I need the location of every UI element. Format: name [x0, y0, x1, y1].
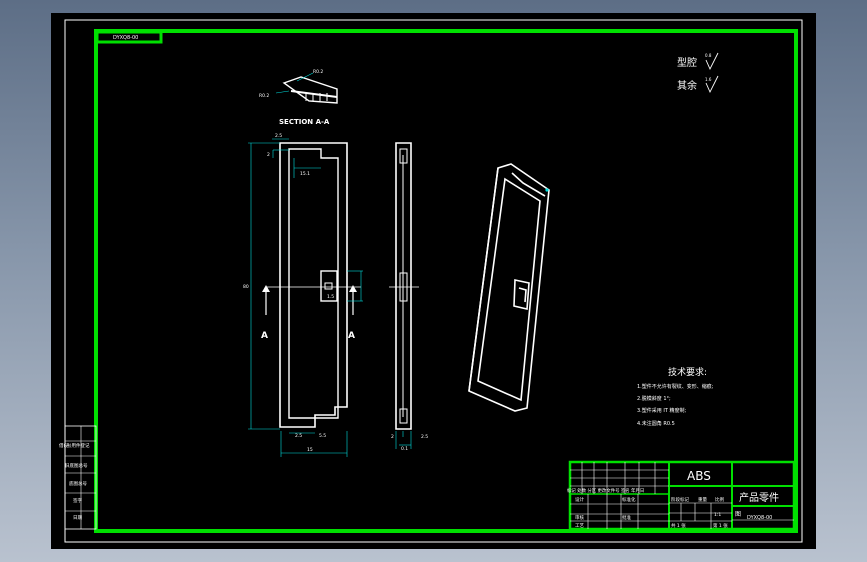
tech-item-2: 3.塑件采用 IT 精度制;	[637, 407, 686, 414]
process-label: 工艺	[575, 523, 584, 529]
side-label-1: 旧底图总号	[65, 462, 88, 469]
cad-drawing: DYXQ8-00 借(通)用件登记 旧底图总号 底图总号 签字 日期 型腔 0.…	[59, 19, 803, 543]
dim-front-top-a: 2.5	[275, 133, 282, 139]
stage-label: 阶段标记	[671, 496, 689, 503]
material-text: ABS	[687, 469, 711, 483]
sheet-total: 共 1 张	[671, 522, 686, 529]
section-marker-left: A	[261, 331, 268, 341]
other-value: 1.6	[705, 77, 712, 82]
part-name-text: 产品零件	[739, 491, 779, 504]
tech-item-1: 2.脱模斜度 1°;	[637, 395, 671, 402]
scale-value: 1:1	[714, 512, 721, 518]
dim-front-bottom-b: 5.5	[319, 433, 326, 439]
code-tab-text: DYXQ8-00	[113, 35, 138, 41]
dim-front-bottom-a: 2.5	[295, 433, 302, 439]
dim-front-width: 15	[307, 447, 313, 453]
title-block: ABS 产品零件 图 DYXQ8-00 标记 处数 分区 更改文件号 签名 年月…	[567, 460, 796, 531]
callout-radius-top: R0.2	[313, 69, 323, 75]
tech-item-3: 4.未注圆角 R0.5	[637, 420, 675, 427]
side-label-0: 借(通)用件登记	[59, 442, 90, 449]
tech-title: 技术要求:	[668, 366, 707, 378]
code-tab-box	[95, 30, 163, 44]
side-strip: 借(通)用件登记 旧底图总号 底图总号 签字 日期	[59, 425, 97, 530]
tech-item-0: 1.塑件不允许有裂纹、变形、缩痕;	[637, 383, 714, 390]
section-marker-right: A	[348, 331, 355, 341]
review-label: 审核	[575, 514, 584, 521]
dim-front-top-b: 2	[267, 152, 270, 158]
dim-side-bottom-b: 2.5	[421, 434, 428, 440]
drawing-sheet: DYXQ8-00 借(通)用件登记 旧底图总号 底图总号 签字 日期 型腔 0.…	[51, 13, 816, 549]
iso-view	[468, 163, 550, 412]
tech-requirements: 技术要求: 1.塑件不允许有裂纹、变形、缩痕; 2.脱模斜度 1°; 3.塑件采…	[637, 366, 714, 427]
cavity-label: 型腔	[677, 56, 697, 69]
scale-label: 比例	[715, 496, 724, 503]
callout-radius-left: R0.2	[259, 93, 269, 99]
side-view: 2 2.5 0.1	[389, 142, 428, 452]
header-row-text: 标记 处数 分区 更改文件号 签名 年月日	[567, 487, 644, 494]
section-detail: R0.2 R0.2 SECTION A-A	[259, 69, 338, 126]
surface-finish: 型腔 0.8 其余 1.6	[677, 52, 719, 94]
dim-side-width: 0.1	[401, 446, 408, 452]
standard-label: 标准化	[622, 496, 636, 503]
approve-label: 批准	[622, 514, 631, 521]
outer-border	[64, 19, 803, 543]
dim-front-mid: 1.5	[327, 294, 334, 300]
finish-symbol-icon	[705, 52, 719, 71]
section-label: SECTION A-A	[279, 118, 330, 126]
side-label-3: 签字	[73, 497, 82, 504]
design-label: 设计	[575, 496, 584, 503]
side-label-2: 底图总号	[69, 480, 87, 487]
side-label-4: 日期	[73, 515, 82, 521]
front-view: A A 2.5 2 15.1 80 1.5 2.5 5.5 15	[243, 133, 363, 457]
inner-frame	[94, 29, 798, 533]
sheet-no: 第 1 张	[713, 522, 728, 529]
other-label: 其余	[677, 79, 697, 92]
drawing-label: 图	[735, 511, 741, 518]
dim-side-bottom-a: 2	[391, 434, 394, 440]
finish-symbol-icon-2	[705, 75, 719, 94]
cavity-value: 0.8	[705, 53, 712, 58]
drawing-no-text: DYXQ8-00	[747, 515, 772, 521]
dim-front-top-c: 15.1	[300, 171, 310, 177]
dim-front-height: 80	[243, 284, 249, 290]
weight-label: 重量	[698, 496, 707, 503]
